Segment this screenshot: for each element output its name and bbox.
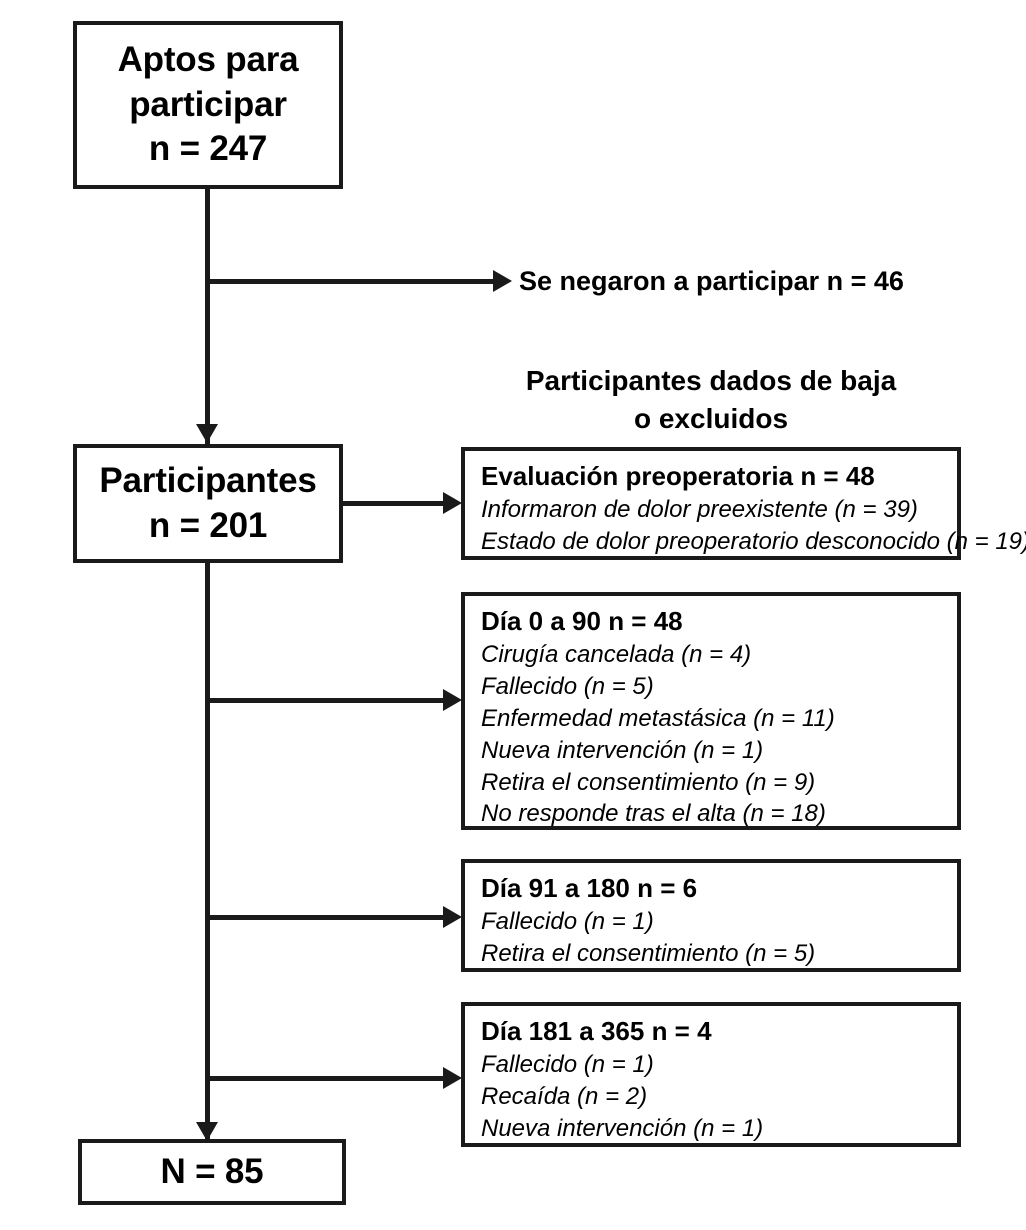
exclusion-box-day-91-180: Día 91 a 180 n = 6 Fallecido (n = 1) Ret… bbox=[461, 859, 961, 972]
exclusion-item: No responde tras el alta (n = 18) bbox=[481, 800, 826, 828]
connector-refused bbox=[205, 279, 495, 284]
node-eligible-line3: n = 247 bbox=[148, 129, 268, 169]
node-final-line1: N = 85 bbox=[160, 1151, 264, 1191]
exclusion-box-title: Evaluación preoperatoria n = 48 bbox=[481, 461, 875, 491]
exclusion-box-title: Día 181 a 365 n = 4 bbox=[481, 1016, 712, 1046]
node-eligible-line2: participar bbox=[129, 84, 287, 124]
exclusion-item: Recaída (n = 2) bbox=[481, 1083, 648, 1111]
exclusion-item: Informaron de dolor preexistente (n = 39… bbox=[481, 496, 918, 524]
node-final: N = 85 bbox=[78, 1139, 346, 1205]
node-participants: Participantes n = 201 bbox=[73, 444, 343, 563]
exclusion-box-day-181-365: Día 181 a 365 n = 4 Fallecido (n = 1) Re… bbox=[461, 1002, 961, 1147]
heading-exclusions-line1: Participantes dados de baja bbox=[525, 365, 897, 396]
connector-exclusion-3 bbox=[205, 915, 453, 920]
label-refused: Se negaron a participar n = 46 bbox=[519, 266, 904, 296]
exclusion-item: Estado de dolor preoperatorio desconocid… bbox=[481, 528, 1026, 556]
node-participants-line2: n = 201 bbox=[148, 505, 268, 545]
exclusion-box-title: Día 0 a 90 n = 48 bbox=[481, 606, 683, 636]
arrowhead-to-final bbox=[196, 1122, 218, 1141]
arrowhead-exclusion-1 bbox=[443, 492, 462, 514]
exclusion-box-title: Día 91 a 180 n = 6 bbox=[481, 873, 698, 903]
arrowhead-exclusion-3 bbox=[443, 906, 462, 928]
node-eligible-line1: Aptos para bbox=[117, 39, 299, 79]
exclusion-item: Fallecido (n = 1) bbox=[481, 908, 654, 936]
arrowhead-exclusion-2 bbox=[443, 689, 462, 711]
exclusion-item: Retira el consentimiento (n = 5) bbox=[481, 940, 816, 968]
exclusion-item: Fallecido (n = 1) bbox=[481, 1051, 654, 1079]
connector-exclusion-2 bbox=[205, 698, 453, 703]
exclusion-item: Retira el consentimiento (n = 9) bbox=[481, 768, 816, 796]
heading-exclusions-line2: o excluidos bbox=[633, 403, 789, 434]
arrowhead-to-participants bbox=[196, 424, 218, 443]
arrowhead-refused bbox=[493, 270, 512, 292]
connector-exclusion-4 bbox=[205, 1076, 453, 1081]
connector-exclusion-1 bbox=[342, 501, 452, 506]
exclusion-item: Enfermedad metastásica (n = 11) bbox=[481, 704, 835, 732]
exclusion-box-preoperative: Evaluación preoperatoria n = 48 Informar… bbox=[461, 447, 1026, 560]
exclusion-item: Nueva intervención (n = 1) bbox=[481, 1114, 764, 1142]
exclusion-item: Cirugía cancelada (n = 4) bbox=[481, 641, 752, 669]
exclusion-item: Nueva intervención (n = 1) bbox=[481, 736, 764, 764]
connector-spine-upper bbox=[205, 188, 210, 558]
node-eligible: Aptos para participar n = 247 bbox=[73, 21, 343, 189]
arrowhead-exclusion-4 bbox=[443, 1067, 462, 1089]
exclusion-box-day-0-90: Día 0 a 90 n = 48 Cirugía cancelada (n =… bbox=[461, 592, 961, 830]
exclusion-item: Fallecido (n = 5) bbox=[481, 673, 654, 701]
connector-spine-lower bbox=[205, 562, 210, 1143]
node-participants-line1: Participantes bbox=[99, 460, 317, 500]
